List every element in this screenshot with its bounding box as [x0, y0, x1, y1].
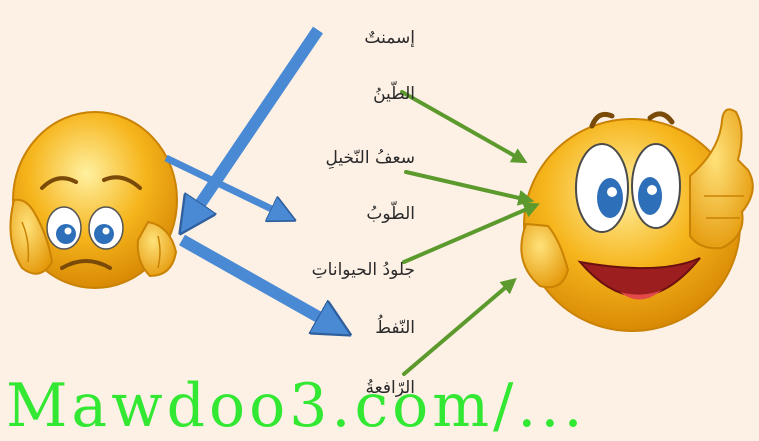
- sad-face-icon: [9, 111, 178, 289]
- word-item-clay: الطّينُ: [373, 84, 415, 104]
- green-arrow-crane: [402, 277, 517, 376]
- word-item-cement: إسمنتٌ: [364, 28, 415, 48]
- watermark-text: Mawdoo3.com/...: [6, 371, 587, 441]
- word-item-animal-skins: جلودُ الحيواناتِ: [311, 260, 415, 280]
- diagram-canvas: [9, 26, 754, 376]
- blue-arrow-oil: [179, 234, 338, 328]
- blue-arrow-cement: [188, 26, 323, 222]
- blue-arrow-bricks: [164, 154, 286, 216]
- word-item-bricks: الطّوبُ: [366, 204, 415, 224]
- green-arrow-clay: [400, 90, 528, 164]
- word-item-oil: النّفطُ: [375, 318, 415, 338]
- word-item-crane: الرّافعةُ: [365, 378, 415, 398]
- word-item-palm-fronds: سعفُ النّخيلِ: [325, 148, 415, 168]
- happy-thumbs-up-face-icon: [520, 108, 754, 332]
- green-arrow-palm-fronds: [404, 170, 535, 206]
- blue-arrows: [164, 26, 338, 328]
- green-arrow-animal-skins: [402, 202, 540, 264]
- green-arrows: [400, 90, 540, 376]
